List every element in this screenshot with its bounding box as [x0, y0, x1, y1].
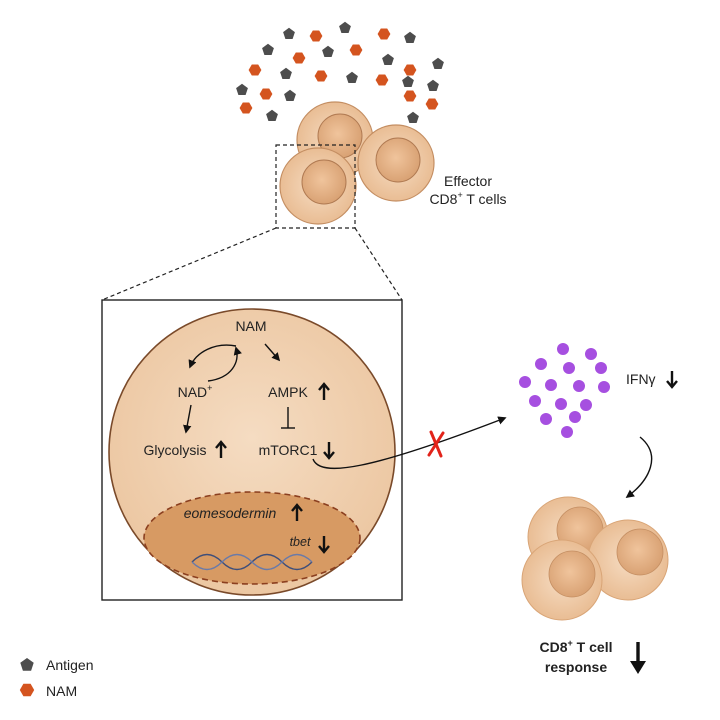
- ifng-label: IFNγ: [626, 371, 656, 387]
- response-cells: [521, 496, 669, 621]
- mtorc1-to-ifng-arrow: [312, 416, 507, 470]
- effector-cell: [279, 147, 357, 225]
- nam-icon: [314, 70, 328, 82]
- nam-icon: [248, 64, 262, 76]
- antigen-icon: [382, 53, 394, 65]
- eomes-up-arrow: [291, 503, 303, 521]
- nam-icon: [309, 30, 323, 42]
- zoom-line-right: [354, 227, 403, 301]
- response-down-arrow: [630, 642, 646, 674]
- nad-to-glycolysis-arrow: [183, 404, 192, 434]
- nam-icon: [375, 74, 389, 86]
- effector-cell: [357, 124, 435, 202]
- nad-to-nam-arrow: [207, 346, 242, 382]
- ifng-dot: [580, 399, 592, 411]
- effector-label-line2: CD8+ T cells: [429, 190, 506, 207]
- legend-label-antigen: Antigen: [46, 657, 93, 673]
- ifng-dot: [595, 362, 607, 374]
- response-label-line1: CD8+ T cell: [540, 638, 613, 655]
- nad-label: NAD+: [178, 383, 213, 400]
- zoom-line-left: [101, 227, 277, 301]
- ampk-up-arrow: [318, 382, 330, 400]
- ifng-dot: [573, 380, 585, 392]
- ifng-dot: [557, 343, 569, 355]
- nam-icon: [292, 52, 306, 64]
- antigen-icon: [284, 89, 296, 101]
- nam-to-nad-arrow: [188, 344, 237, 369]
- ifng-dot: [519, 376, 531, 388]
- ifng-dot: [569, 411, 581, 423]
- legend-label-nam: NAM: [46, 683, 77, 699]
- nam-icon: [349, 44, 363, 56]
- block-x-icon: [427, 430, 445, 458]
- dna-icon: [191, 553, 313, 571]
- antigen-icon: [283, 27, 295, 39]
- response-label-line2: response: [545, 659, 607, 675]
- zoom-selection-box: [275, 144, 356, 229]
- nam-icon: [425, 98, 439, 110]
- antigen-icon: [404, 31, 416, 43]
- ifng-dot: [540, 413, 552, 425]
- nam-to-ampk-arrow: [264, 343, 281, 362]
- ifng-dot: [555, 398, 567, 410]
- ifng-to-response-arrow: [625, 436, 653, 498]
- antigen-icon: [407, 111, 419, 123]
- antigen-icon: [262, 43, 274, 55]
- ifng-down-arrow: [666, 371, 678, 389]
- response-cell: [587, 519, 669, 601]
- ifng-dot: [545, 379, 557, 391]
- mtorc1-down-arrow: [323, 442, 335, 460]
- effector-label-line1: Effector: [444, 173, 492, 189]
- pentagon-icon: [20, 658, 34, 671]
- legend: Antigen NAM: [19, 657, 93, 699]
- glycolysis-up-arrow: [215, 440, 227, 458]
- antigen-icon: [402, 75, 414, 87]
- legend-item-nam: NAM: [19, 683, 77, 699]
- glycolysis-label: Glycolysis: [143, 442, 206, 458]
- antigen-icon: [236, 83, 248, 95]
- nam-icon: [239, 102, 253, 114]
- antigen-icon: [322, 45, 334, 57]
- nucleus: [143, 491, 361, 585]
- mtorc1-label: mTORC1: [259, 442, 318, 458]
- tbet-label: tbet: [290, 535, 311, 549]
- legend-item-antigen: Antigen: [20, 657, 93, 673]
- ifng-dot: [598, 381, 610, 393]
- antigen-icon: [280, 67, 292, 79]
- antigen-icon: [266, 109, 278, 121]
- effector-cells-top: [279, 101, 435, 225]
- ifng-dot: [561, 426, 573, 438]
- ifng-dot: [563, 362, 575, 374]
- nam-icon: [259, 88, 273, 100]
- antigen-icon: [427, 79, 439, 91]
- nam-icon: [403, 64, 417, 76]
- antigen-icon: [346, 71, 358, 83]
- eomes-label: eomesodermin: [184, 505, 277, 521]
- hexagon-icon: [19, 683, 35, 697]
- ifng-dot: [529, 395, 541, 407]
- ifng-dot: [535, 358, 547, 370]
- response-cell: [521, 539, 603, 621]
- nam-icon: [403, 90, 417, 102]
- ifng-cytokine-cluster: [519, 343, 610, 438]
- nam-label: NAM: [235, 318, 266, 334]
- molecule-cloud: [236, 21, 444, 123]
- nam-icon: [377, 28, 391, 40]
- antigen-icon: [339, 21, 351, 33]
- antigen-icon: [432, 57, 444, 69]
- ifng-dot: [585, 348, 597, 360]
- tbet-down-arrow: [318, 536, 330, 554]
- ampk-label: AMPK: [268, 384, 308, 400]
